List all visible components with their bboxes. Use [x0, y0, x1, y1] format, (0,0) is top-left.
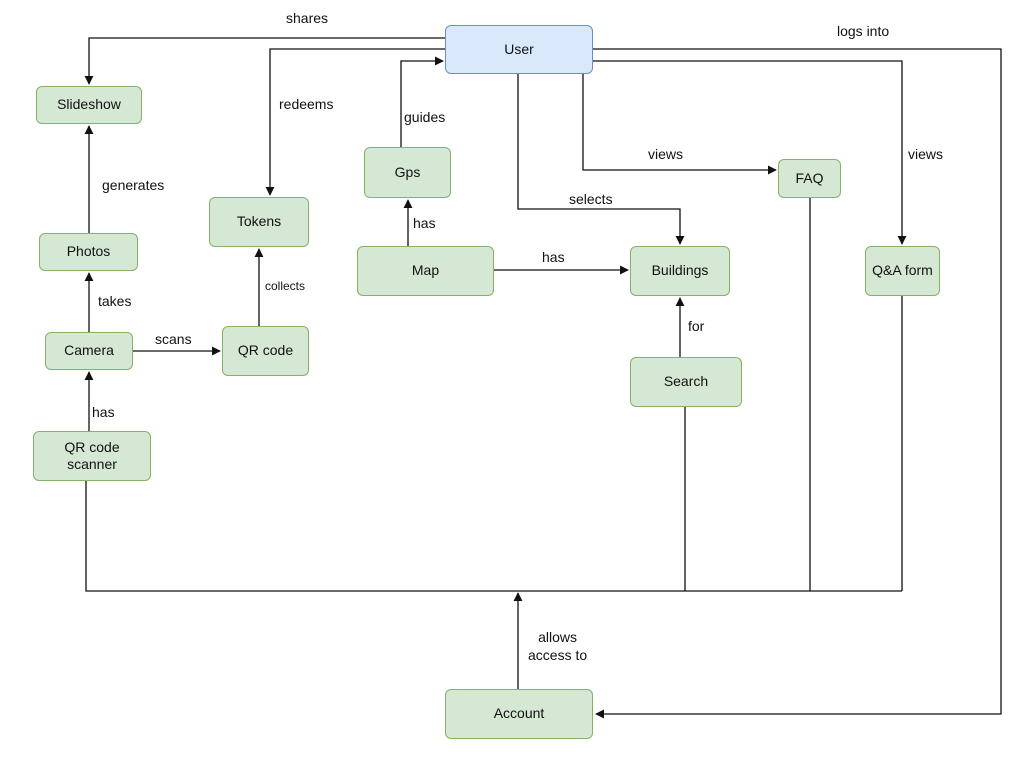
node-photos-label: Photos	[66, 243, 111, 260]
node-slideshow-label: Slideshow	[57, 96, 121, 113]
edge-label-allows-access-to: allows access to	[528, 629, 588, 664]
node-map[interactable]: Map	[357, 246, 494, 296]
node-camera-label: Camera	[64, 342, 114, 359]
node-qr-code-scanner-label: QR code scanner	[64, 438, 120, 473]
edge-label-selects: selects	[569, 191, 613, 207]
node-qr-code-scanner[interactable]: QR code scanner	[33, 431, 151, 481]
edge-user-logsinto-account	[593, 48, 1002, 719]
node-search[interactable]: Search	[630, 357, 742, 407]
edge-label-scanner-has-camera: has	[92, 404, 115, 420]
edge-label-redeems: redeems	[279, 96, 334, 112]
node-photos[interactable]: Photos	[39, 233, 138, 271]
edge-user-selects-buildings	[517, 74, 685, 245]
node-faq-label: FAQ	[795, 169, 824, 186]
node-camera[interactable]: Camera	[45, 332, 133, 370]
edge-label-for: for	[688, 318, 705, 334]
edge-label-logs-into: logs into	[837, 23, 890, 39]
edge-label-guides: guides	[404, 109, 446, 125]
edge-label-views-qa-form: views	[908, 146, 944, 162]
edge-user-redeems-tokens	[265, 48, 445, 196]
node-account-label: Account	[493, 705, 545, 722]
node-tokens[interactable]: Tokens	[209, 197, 309, 247]
edge-label-scans: scans	[155, 331, 192, 347]
node-buildings-label: Buildings	[651, 262, 709, 279]
node-gps-label: Gps	[394, 163, 421, 180]
edge-label-takes: takes	[98, 293, 132, 309]
edge-user-views-qaform	[593, 60, 907, 245]
edge-label-shares: shares	[286, 10, 329, 26]
edge-account-access-bus	[85, 481, 902, 592]
edge-label-map-has-buildings: has	[542, 249, 565, 265]
node-qa-form-label: Q&A form	[872, 262, 933, 279]
node-qa-form[interactable]: Q&A form	[865, 246, 940, 296]
edge-label-views-faq: views	[648, 146, 684, 162]
node-tokens-label: Tokens	[236, 213, 282, 230]
node-gps[interactable]: Gps	[364, 147, 451, 198]
edge-label-map-has-gps: has	[413, 215, 436, 231]
edge-gps-guides-user	[400, 56, 444, 147]
node-user[interactable]: User	[445, 25, 593, 74]
node-buildings[interactable]: Buildings	[630, 246, 730, 296]
edge-label-generates: generates	[102, 177, 165, 193]
node-search-label: Search	[663, 373, 709, 390]
edge-user-shares-slideshow	[84, 37, 445, 85]
edge-label-collects: collects	[265, 279, 306, 293]
edge-user-views-faq	[582, 74, 777, 175]
node-faq[interactable]: FAQ	[778, 159, 841, 198]
node-user-label: User	[504, 40, 534, 57]
node-qr-code-label: QR code	[237, 342, 294, 359]
node-slideshow[interactable]: Slideshow	[36, 86, 142, 124]
node-map-label: Map	[411, 262, 440, 279]
node-account[interactable]: Account	[445, 689, 593, 739]
node-qr-code[interactable]: QR code	[222, 326, 309, 376]
